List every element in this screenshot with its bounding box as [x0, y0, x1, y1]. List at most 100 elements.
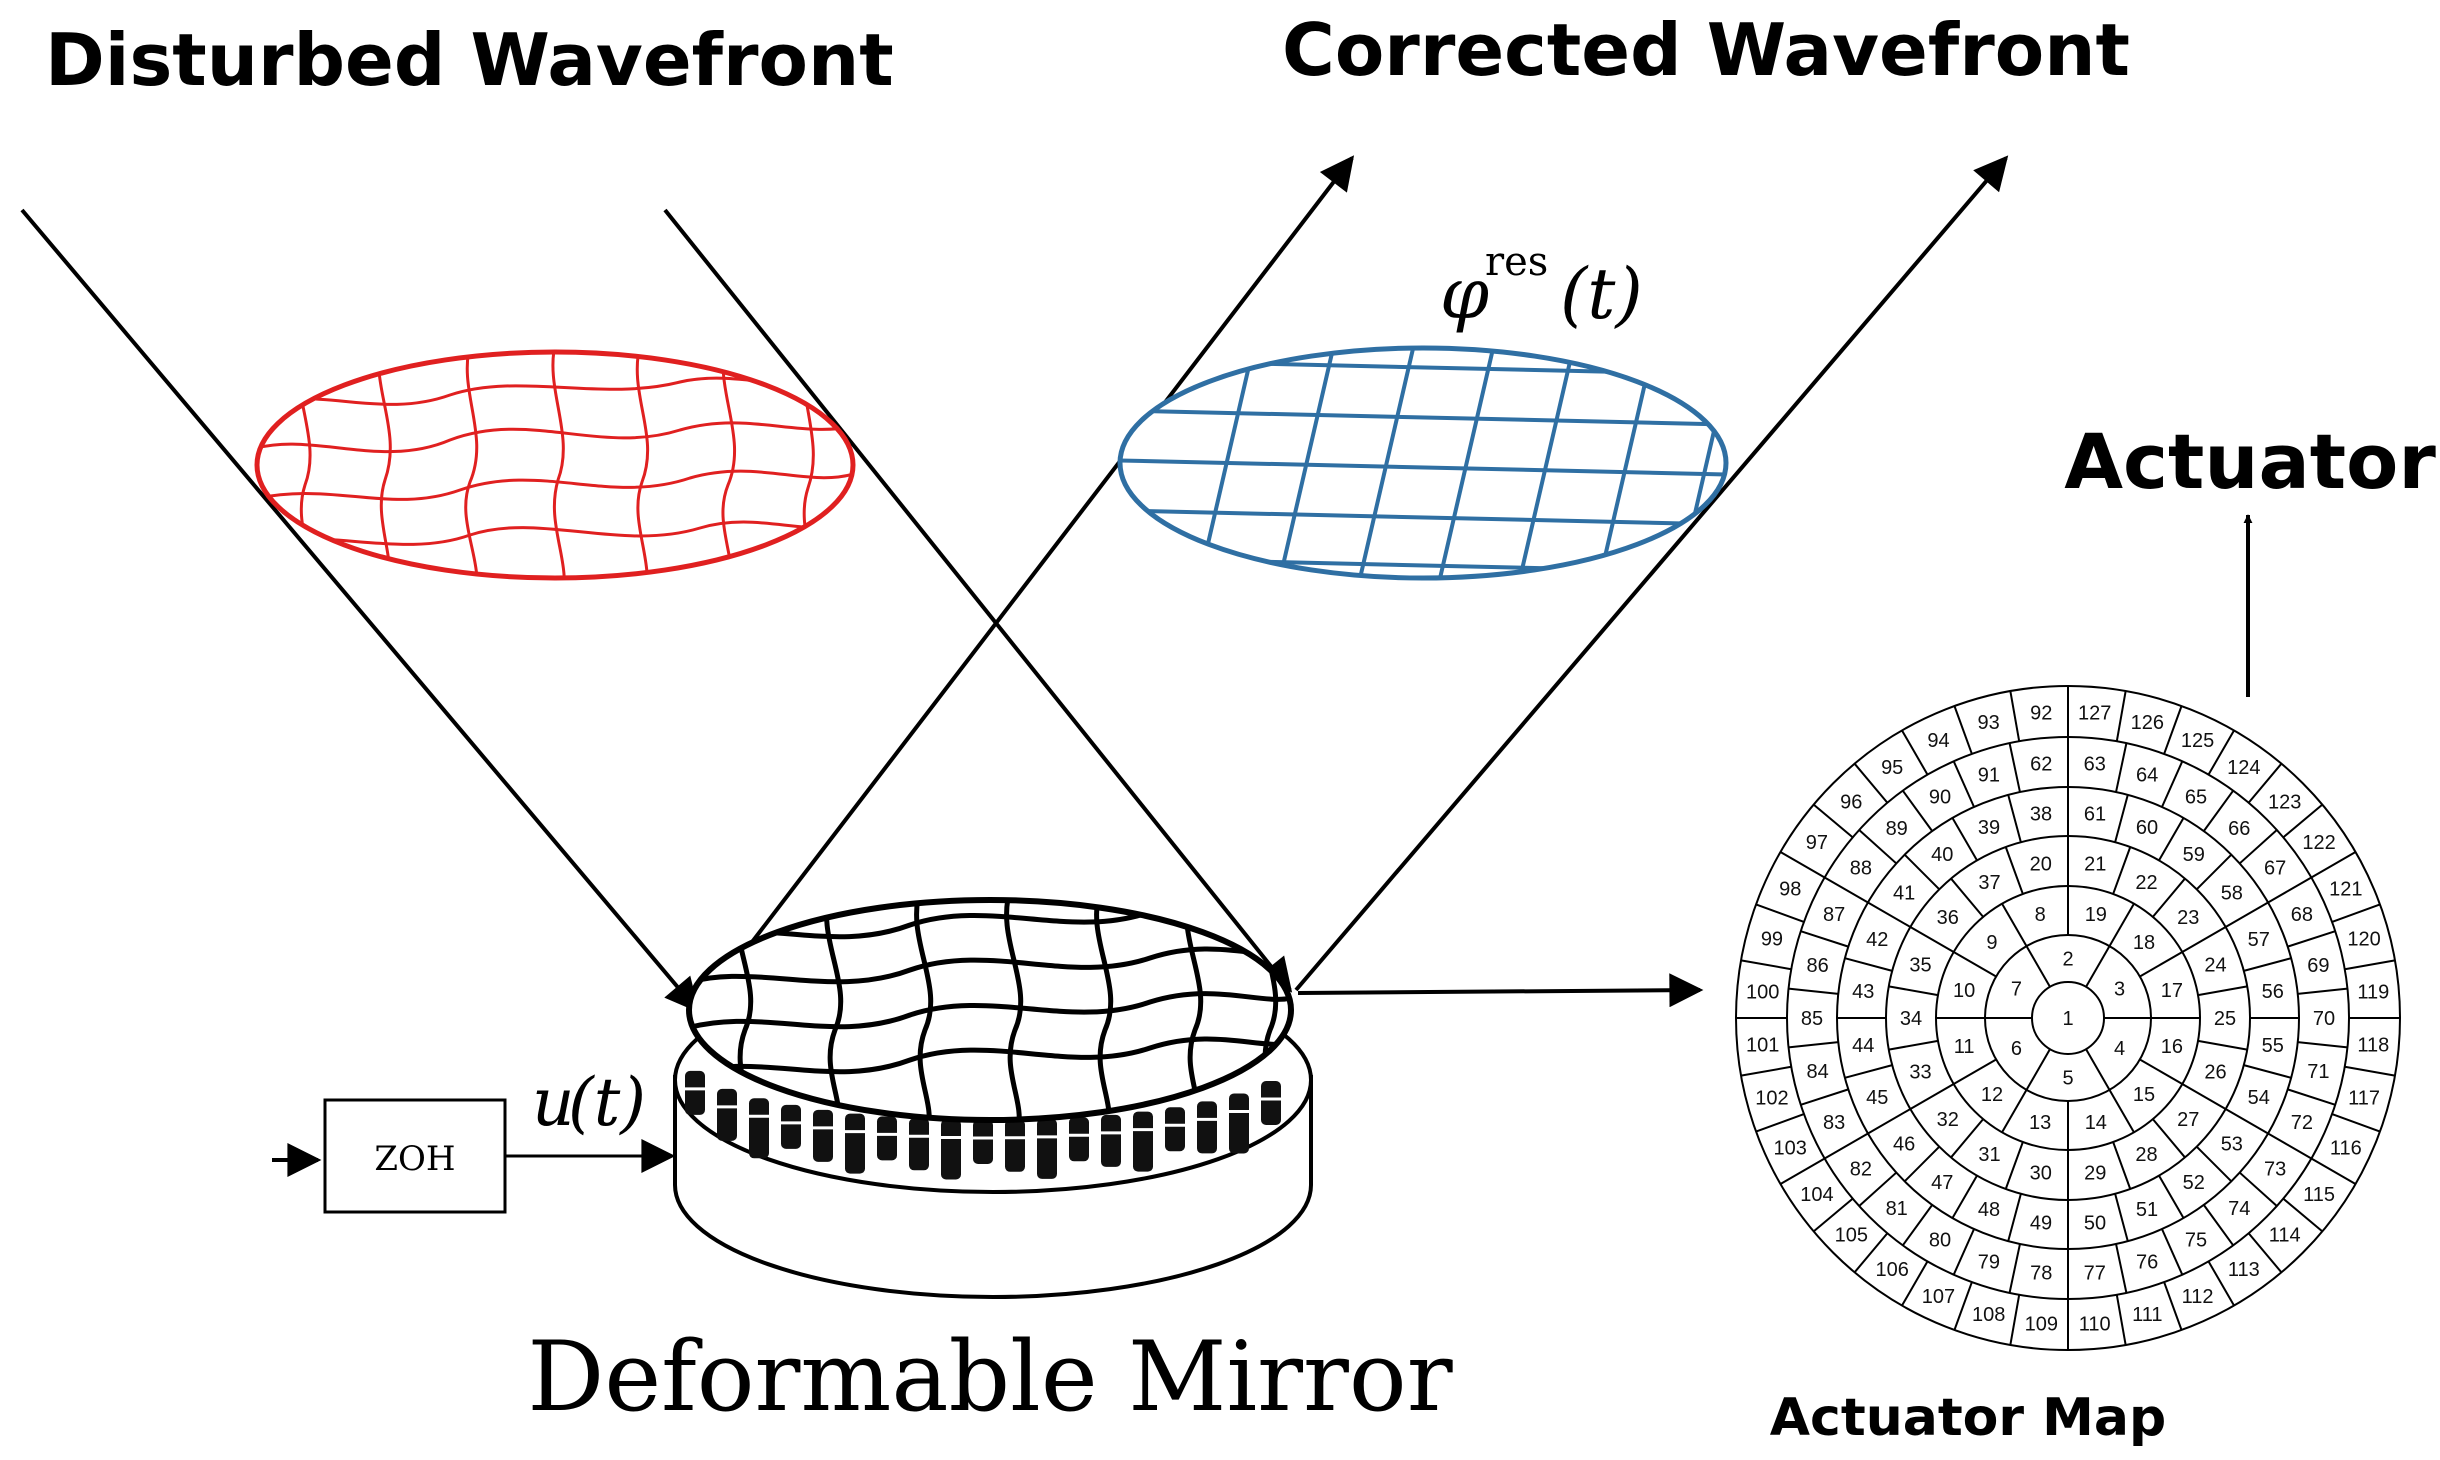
actuator-number: 71	[2307, 1061, 2329, 1083]
actuator-number: 94	[1927, 730, 1949, 752]
actuator-segment-divider	[1858, 829, 1898, 865]
actuator-segment-divider	[2238, 829, 2278, 865]
actuator-number: 51	[2136, 1199, 2158, 1221]
actuator-number: 80	[1929, 1230, 1951, 1252]
actuator-number: 99	[1761, 929, 1783, 951]
deformable-mirror-caption: Deformable Mirror	[527, 1321, 1452, 1433]
actuator-number: 67	[2264, 858, 2286, 880]
actuator-segment-divider	[2112, 846, 2132, 895]
actuator-piston	[1261, 1081, 1281, 1126]
actuator-segment-divider	[1903, 853, 1941, 891]
actuator-number: 42	[1866, 929, 1888, 951]
actuator-segment-divider	[1779, 1157, 1826, 1185]
actuator-number: 53	[2221, 1134, 2243, 1156]
actuator-piston	[941, 1119, 961, 1180]
actuator-number: 18	[2133, 932, 2155, 954]
actuator-piston	[1229, 1093, 1249, 1154]
actuator-number: 78	[2030, 1263, 2052, 1285]
actuator-number: 70	[2313, 1008, 2335, 1030]
actuator-segment-divider	[2207, 1260, 2235, 1307]
actuator-number: 115	[2303, 1184, 2335, 1206]
actuator-number: 105	[1835, 1225, 1868, 1247]
actuator-number: 87	[1823, 904, 1845, 926]
actuator-number: 63	[2084, 753, 2106, 775]
disturbed-wavefront	[254, 349, 856, 581]
actuator-piston	[1005, 1119, 1025, 1172]
actuator-segment-divider	[2009, 690, 2021, 742]
actuator-segment-divider	[2247, 1232, 2283, 1273]
actuator-number: 22	[2135, 872, 2157, 894]
actuator-number: 35	[1909, 954, 1931, 976]
actuator-number: 4	[2114, 1038, 2125, 1060]
actuator-number: 123	[2268, 791, 2301, 813]
actuator-segment-divider	[2001, 903, 2028, 947]
actuator-piston	[781, 1104, 801, 1149]
actuator-number: 112	[2182, 1286, 2214, 1308]
actuator-number: 34	[1900, 1008, 1922, 1030]
actuator-piston	[845, 1113, 865, 1174]
actuator-segment-divider	[2287, 1088, 2336, 1106]
actuator-number: 17	[2161, 980, 2183, 1002]
actuator-number: 86	[1806, 955, 1828, 977]
actuator-number: 33	[1909, 1062, 1931, 1084]
actuator-number: 46	[1893, 1134, 1915, 1156]
actuator-segment-divider	[2161, 760, 2184, 808]
actuator-number: 82	[1850, 1158, 1872, 1180]
actuator-segment-divider	[2202, 1204, 2234, 1246]
actuator-number: 3	[2114, 978, 2125, 1000]
actuator-number: 27	[2177, 1109, 2199, 1131]
actuator-number: 103	[1774, 1138, 1807, 1160]
actuator-segment-divider	[1788, 1041, 1839, 1049]
actuator-number: 72	[2291, 1112, 2313, 1134]
actuator-number: 73	[2264, 1158, 2286, 1180]
actuator-segment-divider	[2287, 930, 2336, 948]
actuator-title: Actuator	[2064, 417, 2436, 506]
actuator-segment-divider	[1824, 876, 1869, 904]
residual-phase-argument: (t)	[1560, 253, 1643, 335]
actuator-piston	[1069, 1117, 1089, 1162]
actuator-number: 116	[2330, 1138, 2362, 1160]
actuator-number: 88	[1850, 858, 1872, 880]
actuator-number: 104	[1800, 1184, 1833, 1206]
actuator-segment-divider	[2331, 1113, 2381, 1133]
mirror-surface	[686, 897, 1294, 1123]
actuator-number: 15	[2133, 1084, 2155, 1106]
actuator-segment-divider	[2025, 1048, 2051, 1091]
actuator-segment-divider	[1800, 1088, 1849, 1106]
actuator-number: 7	[2011, 978, 2022, 1000]
actuator-segment-divider	[2108, 903, 2135, 947]
actuator-segment-divider	[1779, 851, 1826, 879]
actuator-number: 119	[2357, 981, 2389, 1003]
actuator-number: 66	[2228, 818, 2250, 840]
actuator-number: 102	[1755, 1087, 1788, 1109]
actuator-segment-divider	[1813, 803, 1854, 839]
actuator-number: 30	[2030, 1163, 2052, 1185]
actuator-number: 28	[2135, 1144, 2157, 1166]
actuator-number: 89	[1886, 818, 1908, 840]
actuator-number: 111	[2132, 1304, 2162, 1326]
actuator-number: 44	[1852, 1035, 1874, 1057]
actuator-number: 113	[2228, 1259, 2260, 1281]
actuator-segment-divider	[1952, 760, 1975, 808]
actuator-segment-divider	[1844, 957, 1893, 972]
actuator-segment-divider	[1901, 1260, 1929, 1307]
actuator-segment-divider	[1901, 729, 1929, 776]
disturbed-wavefront-title: Disturbed Wavefront	[45, 18, 894, 102]
actuator-number: 40	[1931, 844, 1953, 866]
actuator-segment-divider	[1755, 1113, 1805, 1133]
actuator-piston	[685, 1070, 705, 1115]
actuator-segment-divider	[2158, 817, 2185, 861]
actuator-segment-divider	[2007, 1193, 2022, 1242]
actuator-number: 91	[1978, 765, 2000, 787]
actuator-piston	[973, 1119, 993, 1164]
actuator-segment-divider	[2207, 729, 2235, 776]
actuator-segment-divider	[2181, 1083, 2227, 1110]
actuator-segment-divider	[2344, 1065, 2396, 1077]
residual-phase-label: φ	[1440, 253, 1489, 335]
control-signal-argument: (t)	[568, 1064, 646, 1141]
actuator-number: 29	[2084, 1163, 2106, 1185]
actuator-number: 25	[2214, 1008, 2236, 1030]
actuator-segment-divider	[2267, 1132, 2312, 1160]
actuator-number: 49	[2030, 1213, 2052, 1235]
actuator-piston	[909, 1118, 929, 1171]
